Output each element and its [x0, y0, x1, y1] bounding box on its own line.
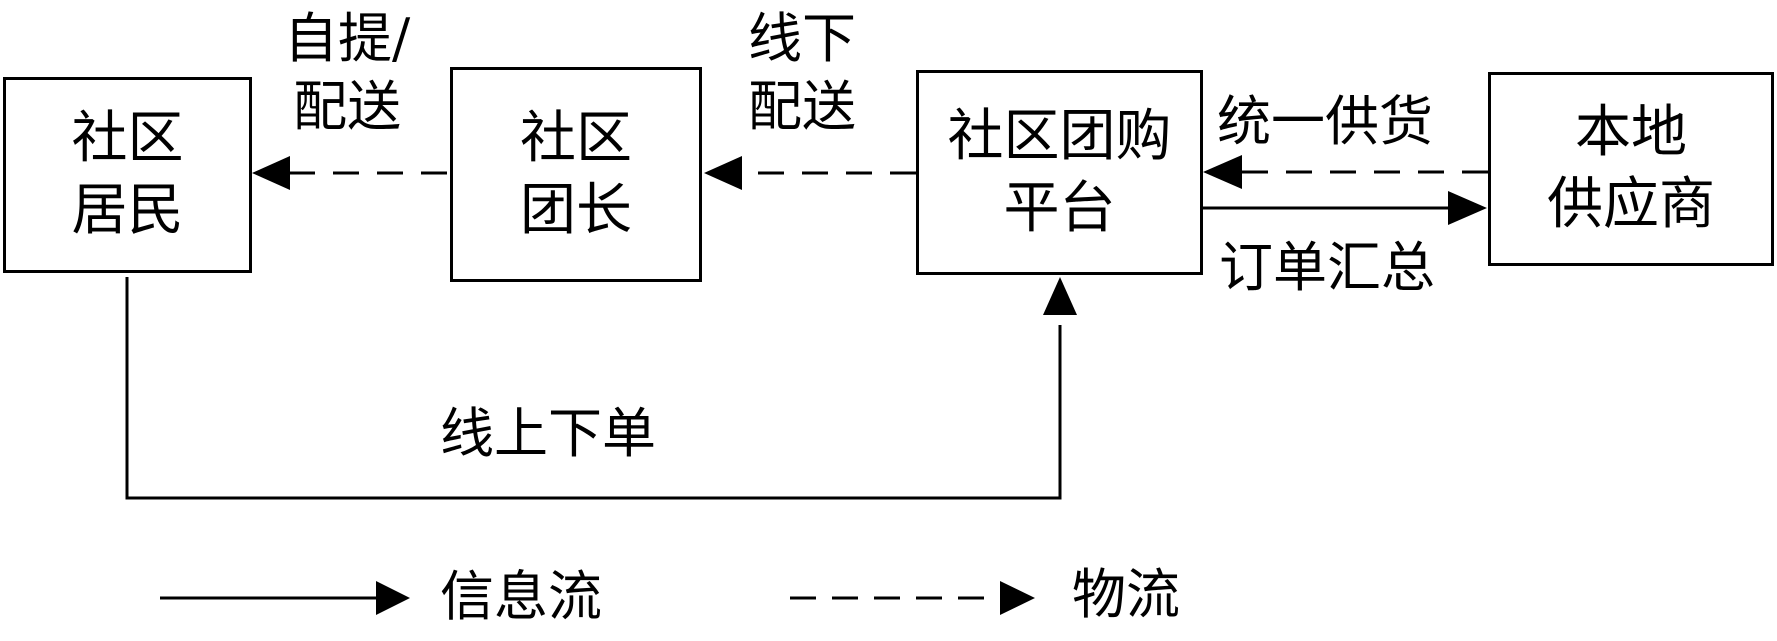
node-platform-line2: 平台	[1003, 175, 1116, 241]
node-local-supplier: 本地 供应商	[1488, 72, 1774, 266]
legend-dashed-arrowhead	[1000, 581, 1035, 615]
node-community-residents: 社区 居民	[3, 77, 252, 273]
label-online-order: 线上下单	[440, 400, 656, 468]
label-offline-delivery: 线下 配送	[748, 5, 856, 141]
legend-solid-arrowhead	[376, 581, 410, 615]
node-supplier-line1: 本地	[1575, 100, 1687, 165]
arrowhead-leader	[704, 156, 742, 190]
label-order-summary-text: 订单汇总	[1219, 236, 1435, 299]
label-pickup-delivery-line2: 配送	[293, 75, 402, 138]
label-order-summary: 订单汇总	[1219, 234, 1435, 302]
label-unified-supply-text: 统一供货	[1217, 90, 1433, 153]
label-pickup-delivery-line1: 自提/	[284, 7, 411, 70]
node-leader-line1: 社区	[520, 105, 632, 171]
legend-logistics-flow-text: 物流	[1072, 563, 1180, 626]
node-residents-line1: 社区	[71, 106, 184, 171]
label-offline-delivery-line2: 配送	[748, 75, 856, 138]
legend-logistics-flow-label: 物流	[1072, 561, 1180, 629]
edge-residents-to-platform	[125, 277, 1062, 500]
node-leader-line2: 团长	[520, 177, 632, 243]
node-platform-line1: 社区团购	[947, 103, 1172, 169]
label-offline-delivery-line1: 线下	[748, 7, 856, 70]
legend-info-flow-text: 信息流	[440, 565, 602, 628]
node-group-buying-platform: 社区团购 平台	[916, 70, 1203, 275]
arrowhead-residents	[252, 156, 290, 190]
arrowhead-platform-bottom	[1043, 277, 1077, 315]
legend-info-flow-label: 信息流	[440, 563, 602, 631]
label-unified-supply: 统一供货	[1217, 88, 1433, 156]
arrowhead-platform-left	[1203, 155, 1242, 189]
node-residents-line2: 居民	[71, 178, 184, 243]
node-supplier-line2: 供应商	[1547, 172, 1715, 237]
arrowhead-supplier	[1448, 191, 1487, 225]
node-community-leader: 社区 团长	[450, 67, 702, 282]
label-online-order-text: 线上下单	[440, 402, 656, 465]
label-pickup-delivery: 自提/ 配送	[284, 5, 410, 141]
